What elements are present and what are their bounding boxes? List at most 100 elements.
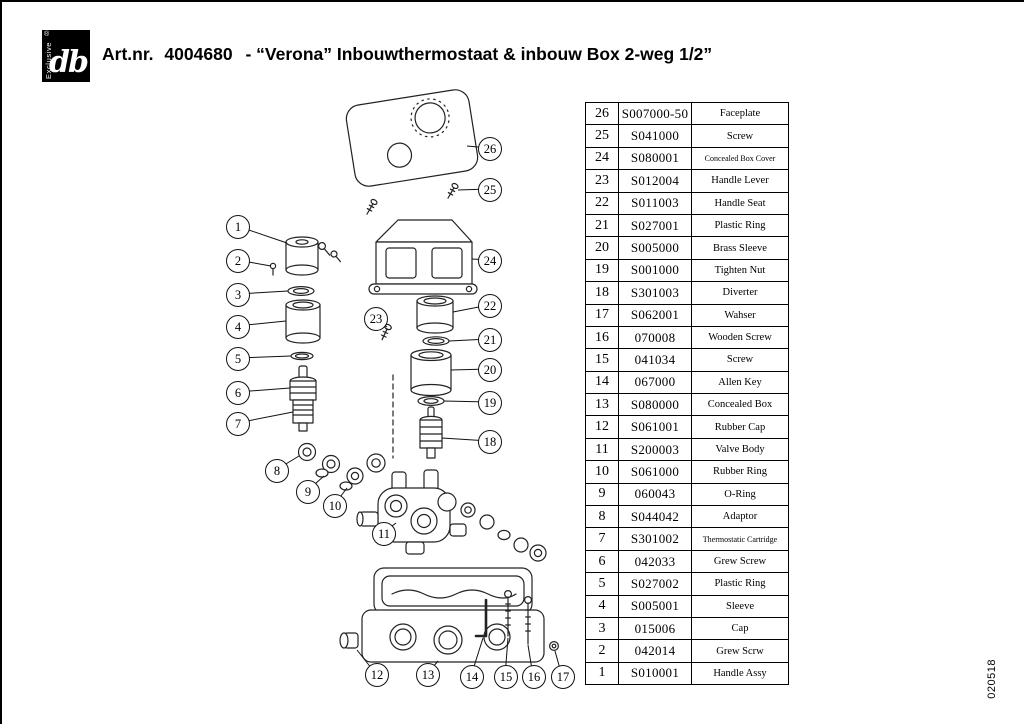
grew-screw-2-drawing (269, 262, 277, 276)
cell-part-code: 060043 (618, 482, 692, 507)
cell-part-name: Handle Lever (691, 169, 789, 193)
handle-lever-screw-drawing (380, 323, 392, 341)
product-title: - “Verona” Inbouwthermostaat & inbouw Bo… (245, 44, 713, 64)
cell-part-code: S027002 (618, 572, 692, 596)
cell-number: 21 (585, 213, 619, 238)
concealed-box-cover-drawing (368, 219, 478, 295)
cell-part-name: Wahser (691, 303, 789, 327)
cell-part-name: Valve Body (691, 437, 789, 462)
page-border-left (0, 0, 2, 724)
cell-part-code: S080000 (618, 393, 692, 417)
cell-part-name: Plastic Ring (691, 572, 789, 596)
cell-part-name: Wooden Screw (691, 325, 789, 350)
cell-part-name: Screw (691, 124, 789, 148)
cell-part-name: Grew Scrw (691, 639, 789, 663)
cell-part-name: Screw (691, 348, 789, 372)
cell-part-name: Handle Seat (691, 191, 789, 215)
cell-part-name: Rubber Cap (691, 415, 789, 439)
sleeve-drawing (285, 299, 321, 344)
cell-part-code: S080001 (618, 146, 692, 171)
cell-number: 25 (585, 124, 619, 148)
doc-number: 020518 (986, 659, 998, 699)
cell-part-code: 041034 (618, 348, 692, 372)
cell-part-code: S061001 (618, 415, 692, 439)
cell-part-code: 015006 (618, 616, 692, 641)
cell-number: 20 (585, 236, 619, 260)
cell-number: 18 (585, 281, 619, 305)
screws-25-drawing (366, 182, 459, 215)
outlet-parts-drawing (460, 502, 547, 562)
cap-drawing (287, 286, 315, 297)
art-number-label: Art.nr. (102, 44, 154, 64)
cell-part-code: S001000 (618, 258, 692, 283)
cell-part-code: S011003 (618, 191, 692, 215)
cell-number: 17 (585, 303, 619, 327)
cell-part-name: Grew Screw (691, 549, 789, 574)
cell-number: 7 (585, 527, 619, 551)
cell-part-code: S005000 (618, 236, 692, 260)
brass-sleeve-drawing (410, 348, 452, 397)
cell-part-name: Diverter (691, 281, 789, 305)
adaptor-oring-cluster-drawing (297, 442, 386, 491)
cell-number: 24 (585, 146, 619, 171)
cell-number: 16 (585, 325, 619, 350)
cell-number: 23 (585, 169, 619, 193)
cell-part-name: Concealed Box Cover (691, 146, 789, 171)
cell-number: 22 (585, 191, 619, 215)
valve-body-drawing (356, 469, 467, 555)
cell-number: 4 (585, 594, 619, 618)
cell-number: 1 (585, 661, 619, 686)
cell-number: 26 (585, 101, 619, 126)
cell-number: 6 (585, 549, 619, 574)
cell-part-name: Rubber Ring (691, 460, 789, 484)
cell-part-name: Thermostatic Cartridge (691, 527, 789, 551)
cell-part-name: O-Ring (691, 482, 789, 507)
cell-number: 8 (585, 505, 619, 529)
cell-part-name: Plastic Ring (691, 213, 789, 238)
handle-seat-drawing (416, 295, 454, 334)
cell-part-code: S005001 (618, 594, 692, 618)
cell-part-code: S007000-50 (618, 101, 692, 126)
cell-number: 9 (585, 482, 619, 507)
faceplate-drawing (345, 89, 479, 187)
page-title: Art.nr. 4004680 - “Verona” Inbouwthermos… (102, 44, 712, 65)
cell-number: 19 (585, 258, 619, 283)
cell-part-code: S301002 (618, 527, 692, 551)
cell-part-name: Handle Assy (691, 661, 789, 686)
tighten-nut-drawing (417, 396, 445, 407)
cell-part-code: S200003 (618, 437, 692, 462)
brand-logo: ® Exclusive db (42, 30, 90, 82)
thermostatic-cartridge-drawing (289, 365, 317, 432)
page-border-top (0, 0, 1024, 2)
cell-number: 3 (585, 616, 619, 641)
plastic-ring-5-drawing (290, 351, 314, 361)
cell-part-code: S062001 (618, 303, 692, 327)
cell-part-code: S044042 (618, 505, 692, 529)
cell-part-name: Sleeve (691, 594, 789, 618)
cell-part-code: S012004 (618, 169, 692, 193)
plastic-ring-21-drawing (422, 336, 450, 346)
bottom-screws-drawing (504, 589, 559, 651)
art-number-value: 4004680 (164, 44, 233, 64)
pin-screws-drawing (318, 242, 342, 263)
cell-part-name: Adaptor (691, 505, 789, 529)
cell-part-code: S061000 (618, 460, 692, 484)
